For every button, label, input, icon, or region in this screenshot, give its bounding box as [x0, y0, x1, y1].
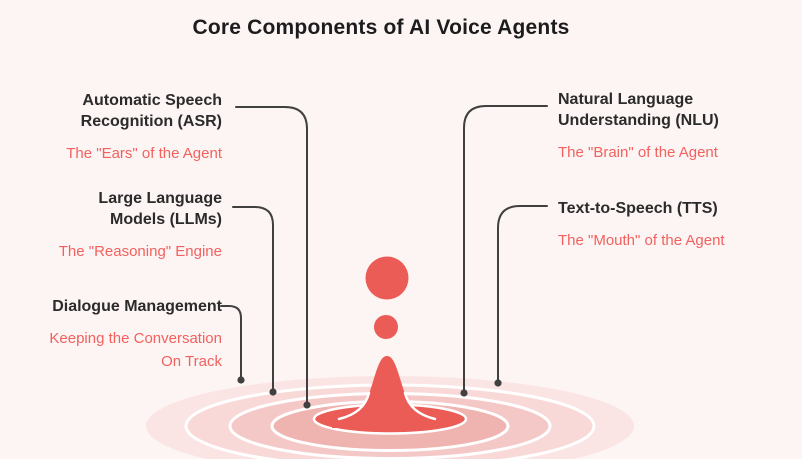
connector-line-asr	[235, 106, 308, 404]
component-tagline: The "Ears" of the Agent	[0, 142, 222, 165]
component-tagline: The "Mouth" of the Agent	[558, 229, 788, 252]
name-line: Natural Language	[558, 91, 694, 108]
tagline-line: The "Reasoning" Engine	[58, 243, 222, 260]
connector-line-nlu	[463, 105, 548, 392]
name-line: Text-to-Speech (TTS)	[558, 200, 718, 217]
name-line: Large Language	[98, 190, 222, 207]
component-name: Text-to-Speech (TTS)	[558, 198, 788, 219]
splash-curl-left	[337, 391, 371, 421]
component-tagline: The "Brain" of the Agent	[558, 141, 788, 164]
name-line: Models (LLMs)	[110, 211, 222, 228]
name-line: Automatic Speech	[82, 92, 222, 109]
tagline-line: On Track	[161, 353, 222, 370]
name-line: Understanding (NLU)	[558, 112, 719, 129]
connector-line-dialogue	[220, 305, 242, 379]
component-label-dialogue-management: Dialogue Management Keeping the Conversa…	[0, 296, 222, 373]
connector-dot-tts	[494, 379, 502, 387]
component-name: Large Language Models (LLMs)	[0, 188, 222, 230]
component-name: Dialogue Management	[0, 296, 222, 317]
component-label-asr: Automatic Speech Recognition (ASR) The "…	[0, 90, 222, 165]
component-label-nlu: Natural Language Understanding (NLU) The…	[558, 89, 788, 164]
component-name: Natural Language Understanding (NLU)	[558, 89, 788, 131]
name-line: Recognition (ASR)	[80, 113, 222, 130]
splash-curl-right	[403, 391, 437, 421]
tagline-line: Keeping the Conversation	[49, 330, 222, 347]
name-line: Dialogue Management	[52, 298, 222, 315]
page-title: Core Components of AI Voice Agents	[192, 16, 570, 39]
droplet-large	[365, 256, 409, 300]
component-name: Automatic Speech Recognition (ASR)	[0, 90, 222, 132]
tagline-line: The "Ears" of the Agent	[66, 145, 222, 162]
connector-dot-llm	[269, 388, 277, 396]
connector-line-tts	[497, 205, 548, 382]
connector-dot-dialogue	[237, 376, 245, 384]
component-label-llm: Large Language Models (LLMs) The "Reason…	[0, 188, 222, 263]
connector-dot-nlu	[460, 389, 468, 397]
connector-line-llm	[232, 206, 274, 391]
component-label-tts: Text-to-Speech (TTS) The "Mouth" of the …	[558, 198, 788, 252]
tagline-line: The "Brain" of the Agent	[558, 144, 718, 161]
tagline-line: The "Mouth" of the Agent	[558, 232, 725, 249]
connector-dot-asr	[303, 401, 311, 409]
droplet-small	[374, 315, 398, 339]
component-tagline: Keeping the Conversation On Track	[0, 327, 222, 373]
splash-peak	[332, 356, 442, 428]
component-tagline: The "Reasoning" Engine	[0, 240, 222, 263]
